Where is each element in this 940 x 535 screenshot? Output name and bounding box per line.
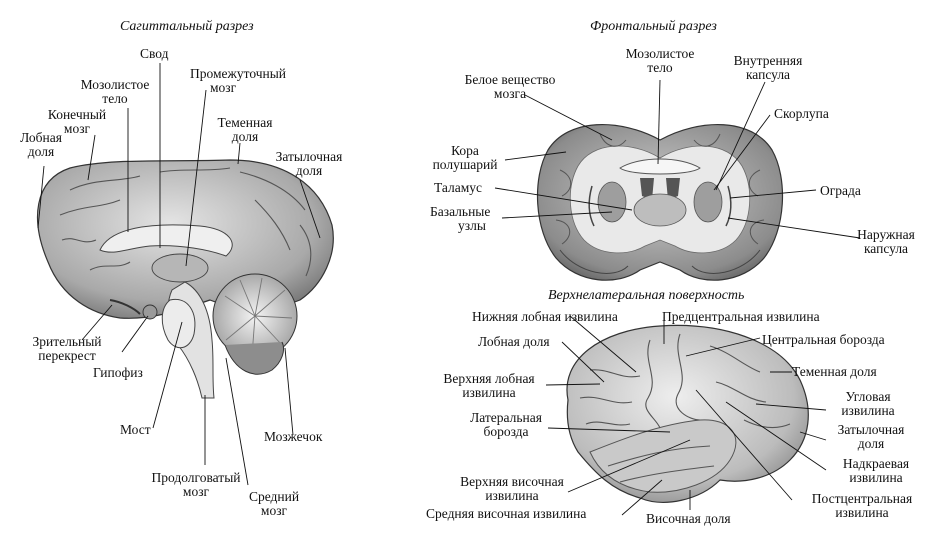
- label-precentral-gyrus: Предцентральная извилина: [662, 309, 820, 324]
- label-medulla: Продолговатый мозг: [151, 470, 241, 499]
- label-hypophysis: Гипофиз: [93, 365, 143, 380]
- label-internal-capsule: Внутренняя капсула: [733, 53, 803, 82]
- frontal-gyri: [555, 133, 765, 245]
- lateral-brain: [566, 324, 809, 503]
- label-superior-temporal-gyrus: Верхняя височная извилина: [460, 474, 564, 503]
- label-cerebellum: Мозжечок: [264, 429, 323, 444]
- label-occipital-lobe-lat: Затылочная доля: [837, 422, 905, 451]
- lateral-gyri: [579, 333, 791, 483]
- lateral-title: Верхнелатеральная поверхность: [548, 288, 745, 303]
- label-supramarginal-gyrus: Надкраевая извилина: [842, 456, 910, 485]
- label-claustrum: Ограда: [820, 183, 861, 198]
- label-parietal-lobe-sag: Теменная доля: [217, 115, 273, 144]
- label-midbrain: Средний мозг: [248, 489, 300, 518]
- cerebellum-arbor: [224, 277, 293, 357]
- label-cortex: Кора полушарий: [432, 143, 498, 172]
- label-pons: Мост: [120, 422, 151, 437]
- label-postcentral-gyrus: Постцентральная извилина: [811, 491, 913, 520]
- label-thalamus: Таламус: [434, 180, 483, 195]
- frontal-brain: [536, 124, 784, 281]
- label-corpus-callosum-front: Мозолистое тело: [625, 46, 695, 75]
- label-frontal-lobe-sag: Лобная доля: [20, 130, 62, 159]
- label-external-capsule: Наружная капсула: [857, 227, 915, 256]
- leader-lines: [37, 63, 861, 516]
- label-temporal-lobe: Височная доля: [646, 511, 731, 526]
- label-putamen: Скорлупа: [774, 106, 829, 121]
- label-middle-temporal-gyrus: Средняя височная извилина: [426, 506, 587, 521]
- label-inferior-frontal-gyrus: Нижняя лобная извилина: [472, 309, 618, 324]
- label-parietal-lobe-lat: Теменная доля: [792, 364, 877, 379]
- frontal-title: Фронтальный разрез: [590, 19, 717, 34]
- sagittal-brain: [37, 159, 334, 399]
- label-telencephalon: Конечный мозг: [47, 107, 107, 136]
- label-svod: Свод: [140, 46, 169, 61]
- label-angular-gyrus: Угловая извилина: [841, 389, 895, 418]
- label-basal-ganglia: Базальные узлы: [430, 204, 491, 233]
- label-lateral-sulcus: Латеральная борозда: [470, 410, 542, 439]
- label-occipital-lobe-sag: Затылочная доля: [275, 149, 343, 178]
- label-corpus-callosum-sag: Мозолистое тело: [80, 77, 150, 106]
- label-superior-frontal-gyrus: Верхняя лобная извилина: [443, 371, 535, 400]
- sagittal-title: Сагиттальный разрез: [120, 19, 254, 34]
- label-central-sulcus: Центральная борозда: [762, 332, 885, 347]
- label-frontal-lobe-lat: Лобная доля: [478, 334, 550, 349]
- label-optic-chiasm: Зрительный перекрест: [32, 334, 102, 363]
- sagittal-gyri: [59, 167, 312, 277]
- label-white-matter: Белое вещество мозга: [464, 72, 556, 101]
- label-diencephalon: Промежуточный мозг: [190, 66, 287, 95]
